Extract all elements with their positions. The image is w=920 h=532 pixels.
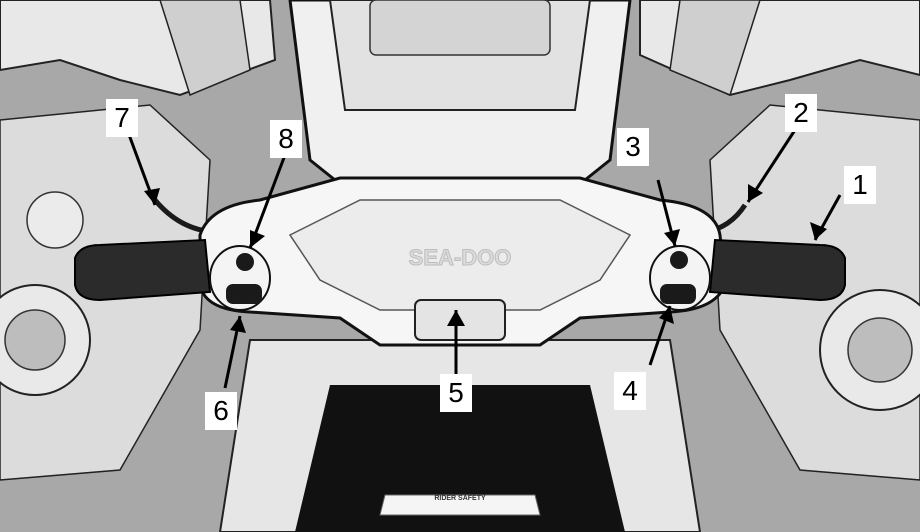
- callout-7: 7: [106, 99, 138, 137]
- callout-2: 2: [785, 94, 817, 132]
- right-speaker-cone: [848, 318, 912, 382]
- callout-3: 3: [617, 128, 649, 166]
- left-speaker-cone: [5, 310, 65, 370]
- right-button-cluster: [660, 284, 696, 304]
- right-grip: [710, 240, 845, 300]
- left-round-button: [236, 253, 254, 271]
- callout-4: 4: [614, 372, 646, 410]
- left-grip: [75, 240, 210, 300]
- windshield-decal: RIDER SAFETY: [434, 495, 486, 502]
- right-round-button: [670, 251, 688, 269]
- callout-5: 5: [440, 374, 472, 412]
- handlebar-logo: SEA-DOO: [409, 245, 512, 270]
- callout-6: 6: [205, 392, 237, 430]
- callout-1: 1: [844, 166, 876, 204]
- display-screen: [370, 0, 550, 55]
- callout-8: 8: [270, 120, 302, 158]
- left-cap: [27, 192, 83, 248]
- left-button-cluster: [226, 284, 262, 304]
